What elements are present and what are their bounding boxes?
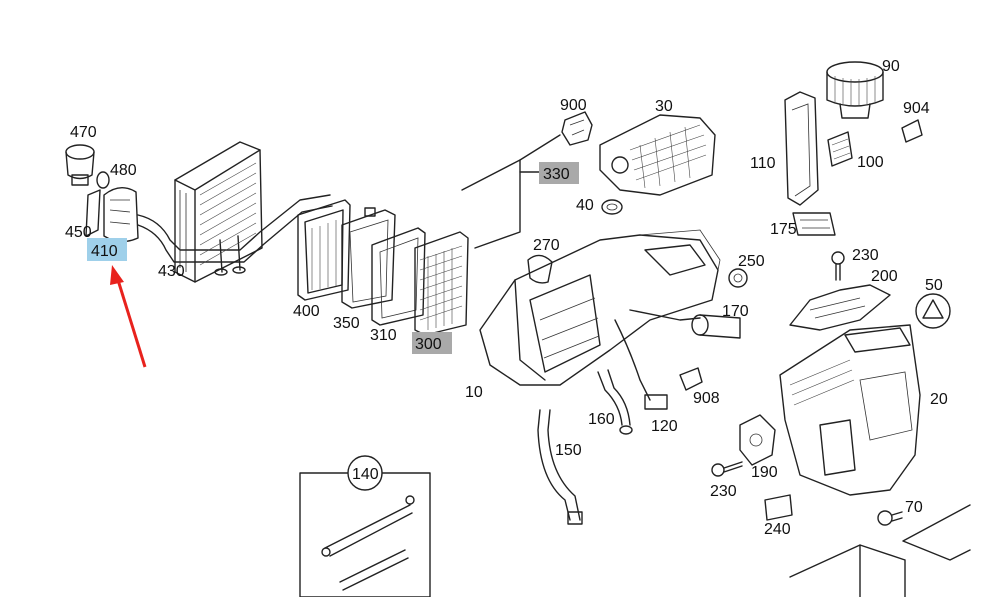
label-200: 200 [871, 268, 898, 285]
label-100: 100 [857, 154, 884, 171]
label-140: 140 [352, 466, 379, 483]
label-120: 120 [651, 418, 678, 435]
label-170: 170 [722, 303, 749, 320]
blower-motor-part-90 [826, 61, 884, 119]
block-valve-part-410 [103, 187, 139, 243]
bracket-part-450 [85, 189, 101, 237]
screw-part-230-lower [711, 461, 743, 477]
screw-part-70 [877, 510, 903, 526]
label-470: 470 [70, 124, 97, 141]
hvac-housing-part-10 [479, 229, 721, 386]
resistor-part-100 [827, 131, 853, 167]
filter-frame-part-350 [341, 207, 396, 309]
o-ring-part-480 [96, 171, 110, 189]
label-40: 40 [576, 197, 594, 214]
leader-frame-bottom-right [789, 504, 971, 597]
bracket-part-200 [789, 284, 891, 331]
nut-part-250 [728, 268, 748, 288]
cabin-filter-part-300 [414, 231, 469, 336]
label-270: 270 [533, 237, 560, 254]
flap-part-50 [915, 293, 951, 329]
red-arrow-pointer [110, 265, 147, 368]
label-160: 160 [588, 411, 615, 428]
label-450: 450 [65, 224, 92, 241]
plug-part-908 [679, 367, 703, 391]
label-480: 480 [110, 162, 137, 179]
duct-part-170 [629, 309, 741, 339]
label-904: 904 [903, 100, 930, 117]
expansion-valve-part-470 [65, 144, 95, 186]
label-430: 430 [158, 263, 185, 280]
label-20: 20 [930, 391, 948, 408]
evaporator-core [174, 141, 263, 283]
label-230-lower: 230 [710, 483, 737, 500]
cover-part-270 [527, 254, 553, 284]
callout-140: 140 [347, 455, 383, 491]
distribution-housing-part-20 [779, 324, 921, 496]
highlight-300 [412, 332, 452, 354]
label-110: 110 [750, 155, 776, 172]
label-310: 310 [370, 327, 397, 344]
leader-bracket-part-330 [461, 134, 561, 249]
label-30: 30 [655, 98, 673, 115]
label-250: 250 [738, 253, 765, 270]
clip-part-240 [764, 494, 793, 521]
wiring-box-part-140 [299, 472, 431, 597]
label-350: 350 [333, 315, 360, 332]
panel-part-110 [784, 91, 819, 206]
actuator-part-900 [561, 111, 593, 146]
highlight-410 [87, 238, 127, 261]
label-190: 190 [751, 464, 778, 481]
label-150: 150 [555, 442, 582, 459]
label-230-upper: 230 [852, 247, 879, 264]
seal-part-175 [792, 212, 836, 236]
label-330: 330 [543, 166, 570, 183]
sensor-part-120 [614, 319, 668, 410]
filter-part-310 [371, 227, 426, 326]
label-908: 908 [693, 390, 720, 407]
label-240: 240 [764, 521, 791, 538]
label-175: 175 [770, 221, 797, 238]
label-90: 90 [882, 58, 900, 75]
label-400: 400 [293, 303, 320, 320]
blower-housing-part-30 [599, 114, 716, 196]
servo-motor-part-190 [739, 414, 776, 466]
highlight-330 [539, 162, 579, 184]
label-410: 410 [91, 243, 118, 260]
label-300: 300 [415, 336, 442, 353]
tube-part-160 [597, 369, 633, 435]
screw-part-230-upper [831, 251, 845, 281]
plug-part-904 [901, 119, 923, 143]
seal-part-40 [601, 199, 623, 215]
label-10: 10 [465, 384, 483, 401]
label-70: 70 [905, 499, 923, 516]
drain-hose-part-150 [537, 409, 583, 525]
label-50: 50 [925, 277, 943, 294]
label-900: 900 [560, 97, 587, 114]
